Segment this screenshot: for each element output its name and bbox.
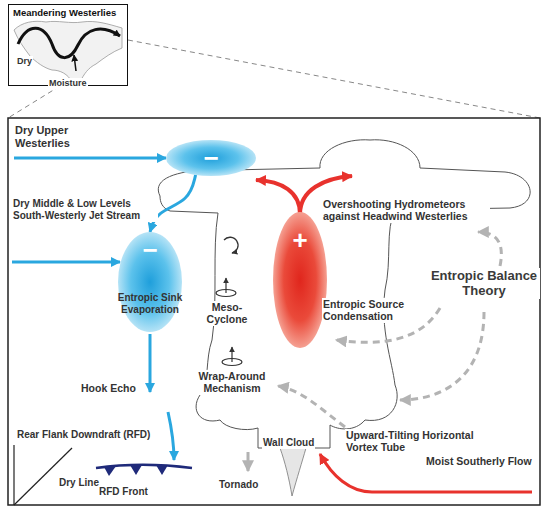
balance-arrow bbox=[478, 232, 501, 266]
label-box: Entropic Source Condensation bbox=[322, 298, 422, 323]
label-box: Rear Flank Downdraft (RFD) bbox=[16, 424, 151, 442]
annotation-label: Upward-Tilting Horizontal Vortex Tube bbox=[345, 429, 483, 454]
label-box: Entropic Sink Evaporation bbox=[112, 292, 188, 316]
front-triangle bbox=[156, 465, 168, 475]
balance-arrow bbox=[278, 386, 345, 427]
annotation-label: Tornado bbox=[218, 479, 259, 491]
rotation-symbol bbox=[224, 237, 238, 253]
label-box: Dry Middle & Low Levels South-Westerly J… bbox=[12, 198, 158, 222]
panel-frame bbox=[8, 118, 540, 505]
label-box: Moist Southerly Flow bbox=[425, 455, 535, 467]
ellipse-fill bbox=[166, 140, 256, 176]
label-box: Tornado bbox=[218, 474, 259, 492]
dry-upper-arrow bbox=[14, 157, 166, 160]
annotation-label: Dry Upper Westerlies bbox=[14, 124, 126, 150]
wrap-around-symbol bbox=[231, 347, 232, 362]
front-triangle bbox=[130, 465, 142, 475]
entropy-sign: − bbox=[203, 144, 218, 173]
ellipse-fill bbox=[273, 212, 327, 348]
continent-outline bbox=[14, 21, 122, 82]
annotation-label: Rear Flank Downdraft (RFD) bbox=[16, 429, 151, 441]
jet-stream-arrow bbox=[12, 261, 120, 264]
annotation-label: Wall Cloud bbox=[262, 437, 315, 449]
rfd-arrow bbox=[168, 412, 174, 460]
tornado-pointer bbox=[247, 452, 250, 471]
zoom-line bbox=[128, 40, 540, 118]
label-box: Dry Upper Westerlies bbox=[14, 124, 126, 150]
annotation-label: Overshooting Hydrometeors against Headwi… bbox=[322, 198, 490, 223]
ellipse-fill bbox=[118, 232, 182, 332]
entropy-sign: − bbox=[142, 236, 157, 265]
entropy-sign: + bbox=[292, 226, 307, 255]
annotation-label: Dry Line bbox=[58, 477, 100, 489]
zoom-line bbox=[8, 86, 60, 118]
label-box: Moisture bbox=[48, 72, 88, 90]
label-box: RFD Front bbox=[98, 481, 149, 499]
balance-arrow bbox=[400, 312, 484, 400]
label-box: Hook Echo bbox=[80, 382, 142, 394]
inset-map-box: Meandering Westerlies bbox=[8, 4, 128, 86]
jet-stream-line bbox=[18, 28, 120, 57]
entropy-ellipse: − bbox=[118, 232, 182, 332]
annotation-label: Moisture bbox=[48, 78, 88, 89]
annotation-label: RFD Front bbox=[98, 486, 149, 498]
label-box: Meso- Cyclone bbox=[200, 301, 254, 326]
annotation-label: Moist Southerly Flow bbox=[425, 455, 535, 467]
annotation-label: Entropic Balance Theory bbox=[428, 268, 540, 299]
label-box: Overshooting Hydrometeors against Headwi… bbox=[322, 198, 490, 223]
front-triangles bbox=[104, 465, 168, 476]
annotation-label: Wrap-Around Mechanism bbox=[192, 370, 272, 395]
annotation-label: Entropic Sink Evaporation bbox=[112, 292, 188, 316]
inset-ground bbox=[8, 4, 128, 86]
mesocyclone-symbol bbox=[225, 278, 226, 293]
annotation-label: Dry Middle & Low Levels South-Westerly J… bbox=[12, 198, 158, 222]
moisture-arrow bbox=[74, 55, 76, 71]
downdraft-arrow bbox=[149, 334, 152, 392]
inset-title: Meandering Westerlies bbox=[13, 8, 116, 18]
entropy-ellipse: − bbox=[166, 140, 256, 176]
label-box: Wall Cloud bbox=[262, 432, 315, 450]
updraft-arrow bbox=[256, 180, 300, 214]
annotation-label: Dry bbox=[16, 56, 33, 67]
annotation-label: Entropic Source Condensation bbox=[322, 298, 422, 323]
label-box: Entropic Balance Theory bbox=[428, 268, 540, 299]
axis-line bbox=[13, 445, 14, 505]
label-box: Dry Line bbox=[58, 472, 100, 490]
front-triangle bbox=[104, 466, 116, 476]
annotation-label: Meso- Cyclone bbox=[200, 301, 254, 326]
label-box: Dry bbox=[16, 50, 33, 68]
tornado-funnel bbox=[280, 448, 306, 496]
label-box: Wrap-Around Mechanism bbox=[192, 370, 272, 395]
entropy-ellipse: + bbox=[273, 212, 327, 348]
label-box: Upward-Tilting Horizontal Vortex Tube bbox=[345, 429, 483, 454]
annotation-label: Hook Echo bbox=[80, 382, 142, 394]
